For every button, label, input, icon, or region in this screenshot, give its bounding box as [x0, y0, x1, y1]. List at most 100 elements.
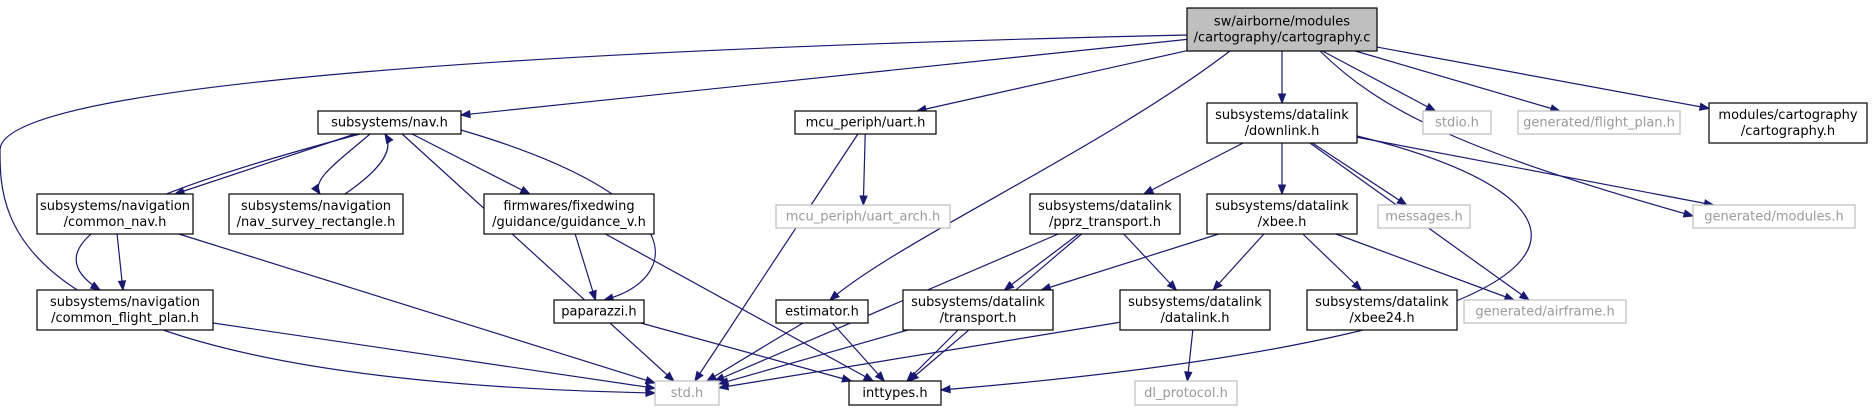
- edge-arrowhead: [645, 388, 657, 398]
- node-common-flight-plan-h[interactable]: subsystems/navigation/common_flight_plan…: [36, 289, 214, 331]
- edge-line: [1335, 233, 1515, 301]
- node-nav-survey-h[interactable]: subsystems/navigation/nav_survey_rectang…: [228, 193, 404, 235]
- node-paparazzi-h[interactable]: paparazzi.h: [553, 299, 645, 324]
- node-label: /downlink.h: [1245, 124, 1320, 139]
- node-downlink-h[interactable]: subsystems/datalink/downlink.h: [1206, 102, 1358, 144]
- edge-arrowhead: [717, 382, 730, 391]
- node-box[interactable]: [1306, 289, 1458, 331]
- edge-arrowhead: [117, 280, 127, 292]
- edge-nav_h-to-std_h: [401, 133, 675, 382]
- node-label: messages.h: [1385, 210, 1463, 225]
- edge-pprz_transport_h-to-datalink_h: [1123, 233, 1178, 292]
- node-datalink-h[interactable]: subsystems/datalink/datalink.h: [1119, 289, 1271, 331]
- node-cartography-h[interactable]: modules/cartography/cartography.h: [1708, 102, 1868, 144]
- node-label: subsystems/nav.h: [331, 116, 448, 131]
- node-label: /guidance/guidance_v.h: [492, 215, 646, 230]
- node-nav-h[interactable]: subsystems/nav.h: [317, 110, 462, 135]
- node-box[interactable]: [1708, 102, 1868, 144]
- node-messages-h: messages.h: [1377, 204, 1471, 229]
- node-label: subsystems/datalink: [911, 295, 1045, 310]
- node-label: /common_nav.h: [64, 215, 167, 230]
- edge-line: [1212, 233, 1265, 291]
- edge-root-to-uart_h: [915, 50, 1188, 114]
- edge-arrowhead: [89, 281, 102, 291]
- node-transport-h[interactable]: subsystems/datalink/transport.h: [902, 289, 1054, 331]
- edge-downlink_h-to-pprz_transport_h: [1142, 142, 1244, 195]
- node-label: dl_protocol.h: [1144, 386, 1228, 401]
- node-estimator-h[interactable]: estimator.h: [775, 299, 869, 324]
- edge-downlink_h-to-xbee_h: [1277, 143, 1287, 196]
- edge-line: [1312, 142, 1407, 206]
- edge-nav_h-to-guidance_v_h: [411, 133, 531, 195]
- node-box[interactable]: [553, 299, 645, 324]
- node-box[interactable]: [483, 193, 655, 235]
- node-label: subsystems/navigation: [50, 295, 200, 310]
- node-guidance-v-h[interactable]: firmwares/fixedwing/guidance/guidance_v.…: [483, 193, 655, 235]
- edge-arrowhead: [1682, 209, 1695, 218]
- node-flight-plan-h: generated/flight_plan.h: [1517, 110, 1681, 135]
- edge-nav_h-to-nav_survey_h: [311, 133, 371, 196]
- node-common-nav-h[interactable]: subsystems/navigation/common_nav.h: [36, 193, 194, 235]
- node-label: generated/modules.h: [1704, 210, 1843, 225]
- edge-line: [916, 50, 1188, 112]
- node-box: [1377, 204, 1471, 229]
- edge-arrowhead: [859, 195, 868, 207]
- edge-line: [178, 233, 656, 384]
- edge-line: [831, 322, 885, 382]
- node-box[interactable]: [36, 193, 194, 235]
- node-box[interactable]: [794, 110, 937, 135]
- node-box[interactable]: [902, 289, 1054, 331]
- node-box[interactable]: [1119, 289, 1271, 331]
- node-modules-h: generated/modules.h: [1692, 204, 1856, 229]
- edge-line: [862, 133, 866, 206]
- node-label: subsystems/datalink: [1038, 199, 1172, 214]
- node-box: [775, 204, 951, 229]
- node-box[interactable]: [228, 193, 404, 235]
- edge-arrowhead: [1503, 292, 1516, 301]
- node-box: [1463, 299, 1627, 324]
- edges-layer: [0, 34, 1715, 398]
- edge-arrowhead: [1518, 291, 1531, 301]
- edge-arrowhead: [644, 376, 657, 385]
- node-label: subsystems/datalink: [1215, 199, 1349, 214]
- edge-line: [706, 322, 804, 382]
- edge-line: [460, 38, 1188, 116]
- node-label: sw/airborne/modules: [1214, 15, 1350, 30]
- edge-arrowhead: [1277, 93, 1287, 105]
- edge-root-to-estimator_h: [828, 50, 1231, 301]
- edge-arrowhead: [311, 183, 321, 196]
- edge-line: [1376, 46, 1710, 109]
- node-box[interactable]: [775, 299, 869, 324]
- node-label: generated/airframe.h: [1475, 305, 1614, 320]
- node-box[interactable]: [1206, 193, 1358, 235]
- node-xbee24-h[interactable]: subsystems/datalink/xbee24.h: [1306, 289, 1458, 331]
- node-label: /transport.h: [940, 311, 1017, 326]
- node-pprz-transport-h[interactable]: subsystems/datalink/pprz_transport.h: [1029, 193, 1181, 235]
- edge-line: [718, 321, 1121, 389]
- node-box: [1422, 110, 1492, 135]
- edge-root-to-downlink_h: [1277, 51, 1287, 105]
- node-box[interactable]: [1029, 193, 1181, 235]
- edge-line: [1123, 233, 1177, 291]
- node-box[interactable]: [848, 380, 942, 406]
- edge-nav_survey_h-to-nav_h: [344, 132, 394, 195]
- edge-arrowhead: [1277, 184, 1287, 196]
- node-box[interactable]: [36, 289, 214, 331]
- node-xbee-h[interactable]: subsystems/datalink/xbee.h: [1206, 193, 1358, 235]
- edge-line: [714, 233, 1059, 382]
- node-uart-arch-h: mcu_periph/uart_arch.h: [775, 204, 951, 229]
- edge-uart_h-to-uart_arch_h: [859, 133, 868, 207]
- edge-line: [906, 329, 959, 382]
- edge-line: [940, 135, 1532, 391]
- node-label: estimator.h: [785, 305, 859, 320]
- node-box[interactable]: [1206, 102, 1358, 144]
- edge-line: [344, 133, 389, 195]
- edge-line: [1004, 233, 1079, 291]
- edge-datalink_h-to-std_h: [717, 321, 1121, 391]
- edge-line: [1041, 233, 1219, 291]
- node-label: inttypes.h: [862, 386, 927, 401]
- node-uart-h[interactable]: mcu_periph/uart.h: [794, 110, 937, 135]
- node-box[interactable]: [317, 110, 462, 135]
- node-label: subsystems/datalink: [1215, 108, 1349, 123]
- node-inttypes-h[interactable]: inttypes.h: [848, 380, 942, 406]
